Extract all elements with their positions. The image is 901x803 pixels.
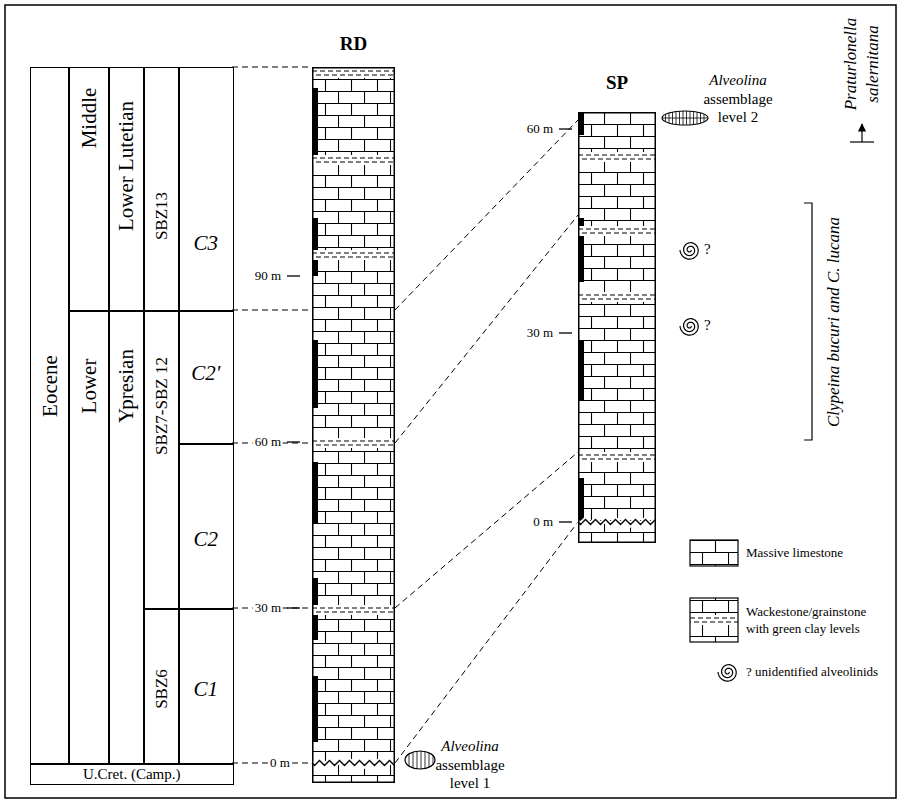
series-cell: Middle	[68, 67, 110, 312]
stage-cell: Lower Lutetian	[108, 67, 145, 312]
stage-cell: Ypresian	[108, 310, 145, 765]
scale-tick	[559, 128, 572, 129]
scale-label: 30 m	[525, 325, 555, 340]
figure-frame	[5, 5, 896, 798]
level-label: assemblage level 1	[435, 757, 504, 791]
taxon-label: Alveolina	[441, 738, 498, 754]
unit-name: Lower	[76, 359, 100, 414]
level-label: assemblage level 2	[703, 91, 772, 125]
scale-tick	[287, 607, 300, 608]
column-art	[312, 67, 395, 783]
correlation-line	[395, 452, 578, 608]
taxon-label: Alveolina	[709, 72, 766, 88]
unit-name: Eocene	[37, 355, 61, 417]
scale-label: 0 m	[531, 514, 555, 529]
scale-label: 60 m	[525, 121, 555, 136]
unit-name: SBZ7-SBZ 12	[152, 357, 171, 455]
unit-name: Lower Lutetian	[114, 101, 138, 231]
unit-name: C2	[193, 527, 218, 551]
scale-label: 60 m	[253, 434, 283, 449]
correlation-line	[395, 120, 578, 310]
legend-text: ? unidentified alveolinids	[746, 664, 878, 679]
biozone-cell: SBZ13	[143, 67, 180, 312]
legend-sample	[690, 540, 738, 566]
unit-name: Ypresian	[114, 349, 138, 423]
column-heading: SP	[606, 72, 628, 93]
unit-name: SBZ13	[152, 192, 171, 240]
scale-label: 0 m	[268, 755, 292, 770]
correlation-line	[232, 67, 312, 68]
taxon-label: Praturlonella salernitana	[841, 18, 882, 111]
biozone-cell: SBZ7-SBZ 12	[143, 310, 180, 610]
correlation-line	[395, 215, 578, 443]
alveolina-icon	[662, 111, 708, 125]
legend-sample	[718, 665, 736, 681]
biozone-cell: SBZ6	[143, 608, 180, 765]
unit-name: U.Cret. (Camp.)	[83, 766, 180, 782]
scale-label: 90 m	[253, 268, 283, 283]
scale-tick	[287, 275, 300, 276]
range-arrow	[861, 124, 862, 142]
unit-cell: C1	[178, 608, 234, 765]
unit-cell: C2'	[178, 310, 234, 445]
taxon-label: Clypeina bucuri and C. lucana	[824, 217, 843, 427]
scale-tick	[559, 521, 572, 522]
legend-text: Wackestone/grainstone with green clay le…	[746, 604, 866, 636]
lithology-column: RD	[312, 67, 395, 783]
correlation-line	[395, 522, 578, 763]
unit-name: C2'	[191, 361, 220, 385]
legend-text: Massive limestone	[746, 545, 843, 560]
alveolinid-icon	[718, 665, 736, 681]
alveolinid-icon	[680, 319, 698, 335]
period-cell: U.Cret. (Camp.)	[30, 763, 234, 785]
query-mark: ?	[704, 317, 711, 333]
query-mark: ?	[704, 241, 711, 257]
correlation-line	[232, 310, 312, 311]
epoch-cell: Eocene	[30, 67, 70, 765]
unit-name: C3	[193, 231, 218, 255]
lithology-column: SP	[578, 112, 656, 543]
unit-name: Middle	[76, 88, 100, 149]
column-heading: RD	[340, 33, 367, 54]
unit-name: C1	[193, 677, 218, 701]
unit-cell: C2	[178, 443, 234, 610]
range-bracket	[804, 203, 812, 440]
column-art	[578, 112, 656, 543]
alveolinid-icon	[680, 243, 698, 259]
alveolina-icon	[405, 751, 435, 769]
scale-tick	[559, 332, 572, 333]
legend-sample	[690, 598, 738, 642]
unit-cell: C3	[178, 67, 234, 312]
unit-name: SBZ6	[152, 669, 171, 709]
scale-label: 30 m	[253, 600, 283, 615]
series-cell: Lower	[68, 310, 110, 765]
scale-tick	[287, 441, 300, 442]
